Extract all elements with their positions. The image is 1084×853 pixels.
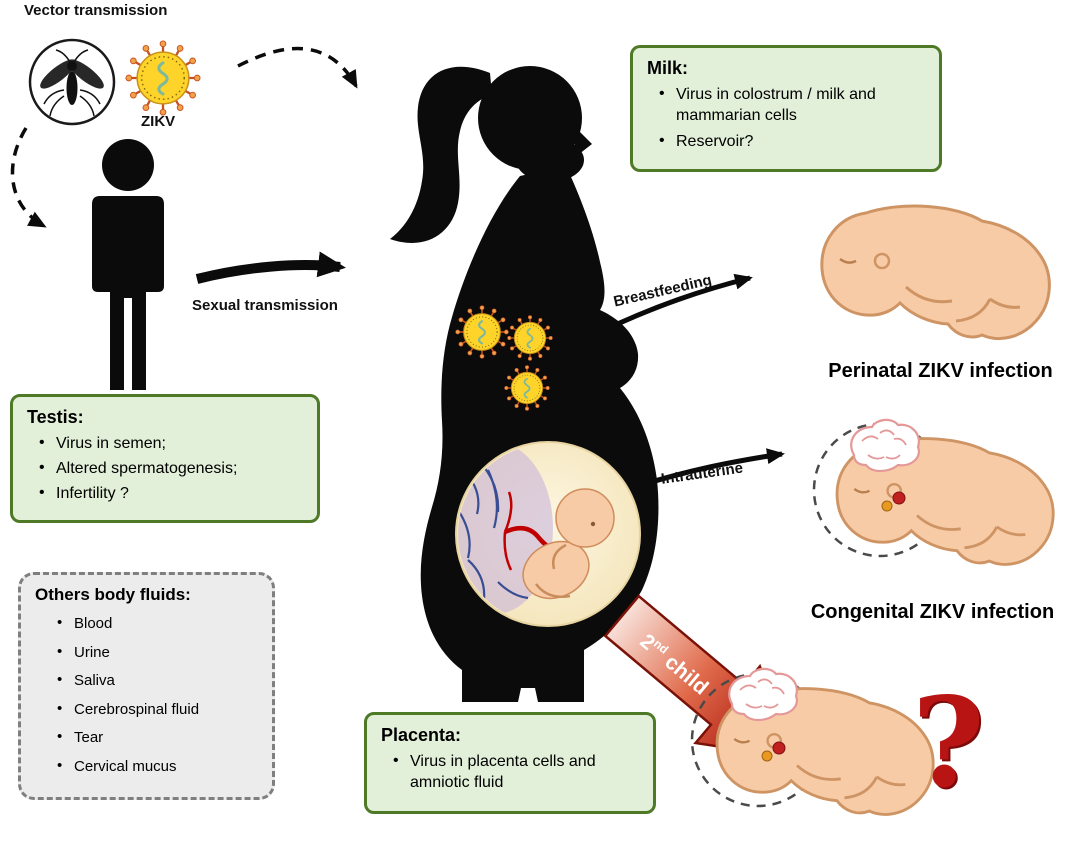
placenta-box-list: Virus in placenta cells and amniotic flu… — [381, 751, 639, 794]
microcephaly-baby-icon — [812, 418, 1055, 566]
exposed-brain-icon — [728, 667, 798, 722]
list-item: Altered spermatogenesis; — [39, 458, 303, 480]
vector-to-man-arrow — [10, 127, 47, 228]
zikv-virion-icon — [125, 40, 201, 116]
umbilical-cord — [504, 525, 562, 555]
testis-box: Testis: Virus in semen; Altered spermato… — [10, 394, 320, 524]
placenta-shape — [458, 444, 553, 614]
exposed-brain-icon — [850, 418, 920, 473]
congenital-caption: Congenital ZIKV infection — [810, 601, 1055, 623]
list-item: Urine — [57, 642, 258, 663]
list-item: Cerebrospinal fluid — [57, 699, 258, 720]
virus-particle-icon — [455, 305, 509, 359]
testis-box-list: Virus in semen; Altered spermatogenesis;… — [27, 433, 303, 505]
placenta-box-title: Placenta: — [381, 725, 462, 745]
vector-transmission-label: Vector transmission — [24, 2, 168, 19]
microcephaly-baby-question-icon — [690, 667, 935, 816]
intrauterine-label: Intrauterine — [660, 459, 745, 488]
other-body-fluids-box: Others body fluids: Blood Urine Saliva C… — [18, 572, 275, 800]
list-item: Reservoir? — [659, 131, 925, 153]
pregnant-woman-silhouette-icon — [390, 66, 659, 702]
milk-box-title: Milk: — [647, 58, 689, 78]
fetus-in-womb-icon — [455, 441, 641, 627]
other-body-fluids-title: Others body fluids: — [35, 585, 191, 604]
man-silhouette-icon — [92, 139, 164, 390]
list-item: Virus in placenta cells and amniotic flu… — [393, 751, 639, 794]
sexual-transmission-label: Sexual transmission — [192, 297, 338, 314]
virus-particle-icon — [504, 365, 550, 411]
list-item: Infertility ? — [39, 483, 303, 505]
mosquito-icon — [28, 38, 116, 126]
sexual-transmission-arrow — [195, 251, 346, 284]
list-item: Virus in colostrum / milk and mammarian … — [659, 84, 925, 127]
virus-particle-icon — [507, 315, 553, 361]
normal-head-size-dashed-outline — [812, 422, 948, 558]
breastfeeding-label: Breastfeeding — [612, 271, 714, 311]
list-item: Blood — [57, 613, 258, 634]
second-child-word: child — [655, 646, 713, 700]
testis-box-title: Testis: — [27, 407, 84, 427]
question-mark: ? — [912, 671, 985, 816]
zikv-label: ZIKV — [141, 113, 176, 130]
list-item: Cervical mucus — [57, 756, 258, 777]
vector-to-woman-arrow — [237, 46, 358, 89]
normal-head-size-dashed-outline — [690, 672, 826, 808]
list-item: Saliva — [57, 670, 258, 691]
second-child-label: 2nd child — [635, 629, 713, 700]
milk-box: Milk: Virus in colostrum / milk and mamm… — [630, 45, 942, 173]
list-item: Tear — [57, 727, 258, 748]
placenta-veins — [458, 451, 529, 601]
milk-box-list: Virus in colostrum / milk and mammarian … — [647, 84, 925, 153]
other-body-fluids-list: Blood Urine Saliva Cerebrospinal fluid T… — [35, 613, 258, 777]
list-item: Virus in semen; — [39, 433, 303, 455]
perinatal-caption: Perinatal ZIKV infection — [828, 360, 1053, 382]
newborn-baby-icon — [820, 204, 1051, 341]
placenta-box: Placenta: Virus in placenta cells and am… — [364, 712, 656, 814]
